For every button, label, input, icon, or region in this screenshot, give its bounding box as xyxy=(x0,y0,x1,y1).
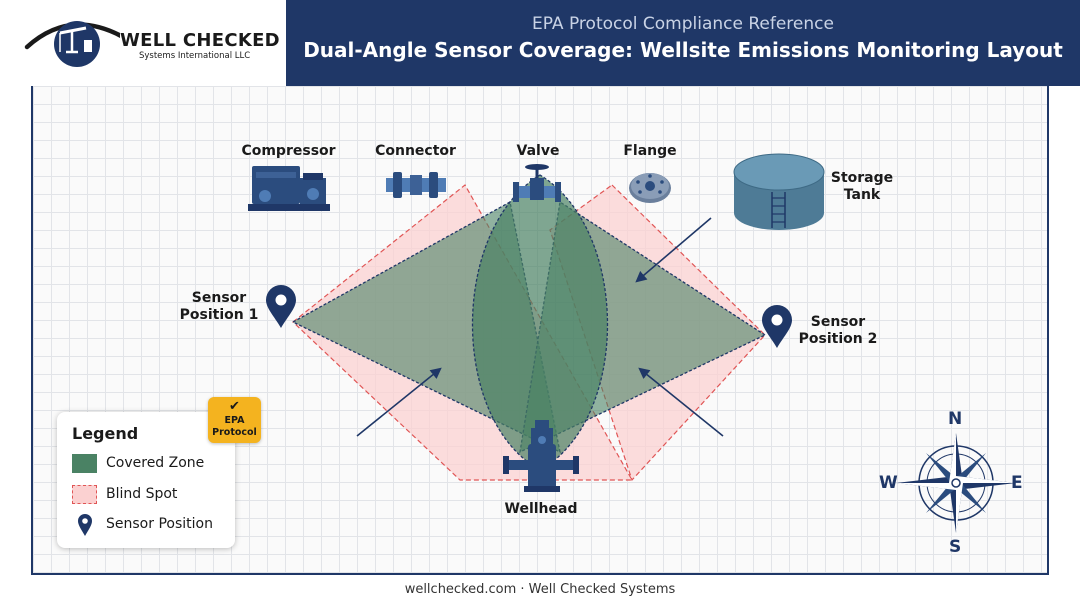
wellhead-label: Wellhead xyxy=(504,501,578,517)
page-kicker: EPA Protocol Compliance Reference xyxy=(532,14,834,34)
flange-label: Flange xyxy=(623,143,677,159)
map-pin-icon xyxy=(78,514,92,536)
sensor-position-2-pin xyxy=(762,305,792,348)
compass-north-label: N xyxy=(948,409,963,429)
header: WELL CHECKED Systems International LLC E… xyxy=(0,0,1080,86)
sensor-position-1-label-line1: Sensor xyxy=(191,290,247,306)
brand-subtitle: Systems International LLC xyxy=(139,51,251,61)
legend-title: Legend xyxy=(72,424,139,443)
storage-tank-label-line1: Storage xyxy=(830,170,894,186)
page-title: Dual-Angle Sensor Coverage: Wellsite Emi… xyxy=(303,38,1063,62)
legend-blind-swatch xyxy=(72,485,97,504)
connector-label: Connector xyxy=(375,143,456,159)
storage-tank-icon xyxy=(733,153,825,230)
flange-icon xyxy=(629,173,671,203)
legend-sensor-label: Sensor Position xyxy=(106,516,213,532)
wellhead-icon xyxy=(503,420,579,492)
badge-text: EPA Protocol xyxy=(208,415,261,439)
wind-arrow-ne xyxy=(635,217,712,283)
badge-line2: Protocol xyxy=(212,427,257,438)
checkmark-icon: ✔ xyxy=(229,399,240,414)
compressor-label: Compressor xyxy=(241,143,336,159)
storage-tank-label: Storage Tank xyxy=(822,170,902,204)
brand-name: WELL CHECKED xyxy=(120,30,280,51)
sensor-position-2-label: Sensor Position 2 xyxy=(795,314,881,348)
covered-zone-overlap xyxy=(471,174,609,471)
legend-panel: Legend Covered Zone Blind Spot Sensor Po… xyxy=(57,412,235,548)
wind-arrow-sw xyxy=(356,367,442,437)
sensor-position-1-label-line2: Position 1 xyxy=(179,307,259,323)
storage-tank-label-line2: Tank xyxy=(843,187,881,203)
sensor-position-2-label-line1: Sensor xyxy=(810,314,866,330)
epa-protocol-badge: ✔ EPA Protocol xyxy=(208,397,261,443)
logo-area: WELL CHECKED Systems International LLC xyxy=(0,0,286,86)
compass-south-label: S xyxy=(949,537,962,557)
compass-east-label: E xyxy=(1011,473,1023,493)
title-banner: EPA Protocol Compliance Reference Dual-A… xyxy=(286,0,1080,86)
sensor-position-2-label-line2: Position 2 xyxy=(798,331,878,347)
compressor-icon xyxy=(248,166,330,211)
legend-covered-label: Covered Zone xyxy=(106,455,205,471)
badge-line1: EPA xyxy=(224,415,245,426)
well-checked-logo xyxy=(24,21,120,67)
wind-arrow-se xyxy=(638,367,724,437)
legend-covered-swatch xyxy=(72,454,97,473)
footer-text: wellchecked.com · Well Checked Systems xyxy=(404,582,676,597)
compass-west-label: W xyxy=(879,473,898,493)
sensor-position-1-label: Sensor Position 1 xyxy=(178,290,260,324)
compass-rose-icon xyxy=(896,433,1016,533)
valve-label: Valve xyxy=(516,143,560,159)
connector-icon xyxy=(386,172,446,198)
legend-blind-label: Blind Spot xyxy=(106,486,178,502)
sensor-position-1-pin xyxy=(266,285,296,328)
pump-jack-icon xyxy=(59,26,92,54)
valve-icon xyxy=(513,164,561,202)
